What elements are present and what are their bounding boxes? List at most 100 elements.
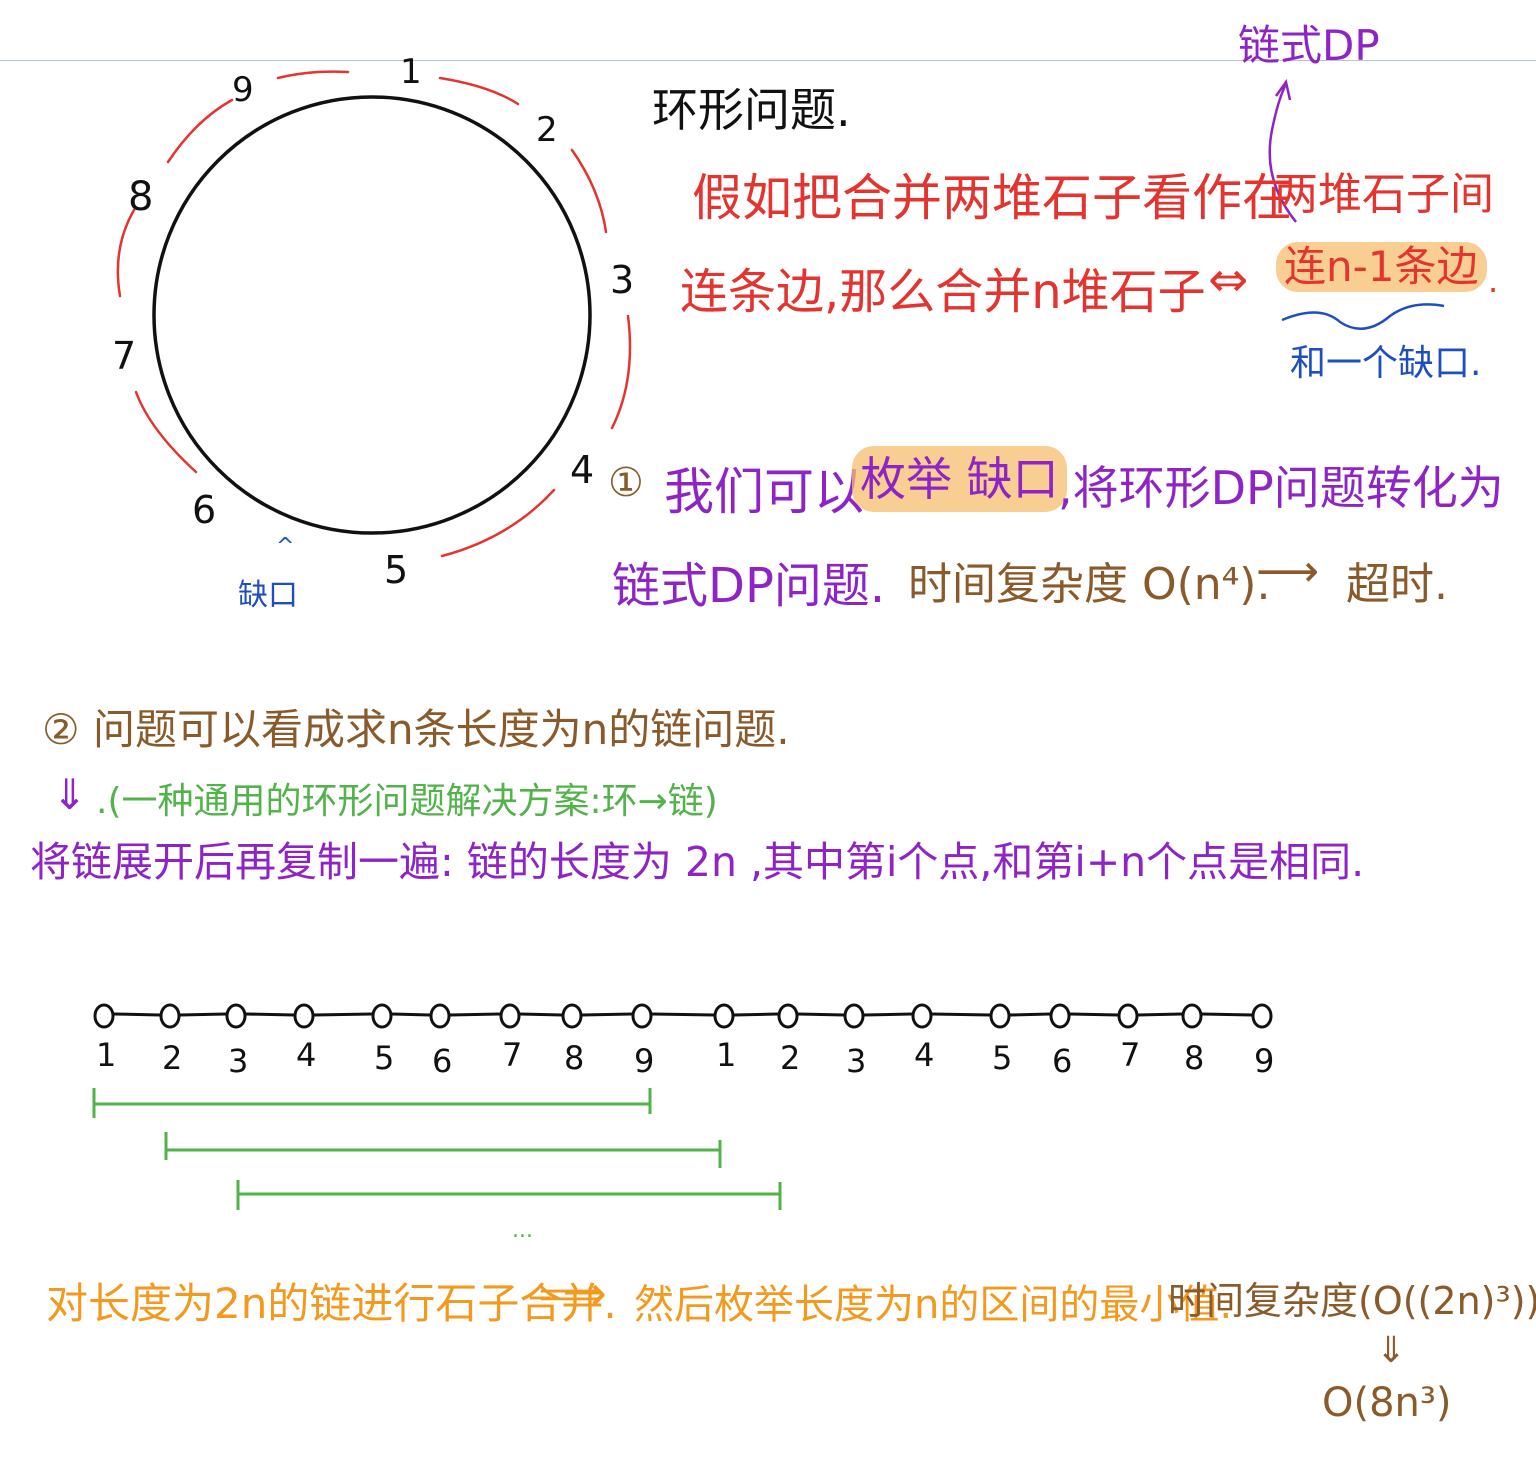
edge-4-5 [440,488,556,558]
chain-link [179,1012,227,1017]
chain-link [1069,1012,1119,1017]
ring-label-5: 5 [384,548,409,592]
chain-node [843,1003,865,1029]
chain-label: 3 [228,1042,249,1080]
chain-node [777,1003,799,1029]
step2-expand: 将链展开后再复制一遍: 链的长度为 2n ,其中第i个点,和第i+n个点是相同. [30,838,1365,886]
line2-part-a: 连条边,那么合并n堆石子 [680,264,1206,320]
chain-link [863,1012,913,1017]
chain-label: 6 [432,1042,453,1080]
ring-label-4: 4 [570,448,595,492]
chain-label: 4 [296,1036,317,1074]
step1-arrow: ⟶ [1256,546,1320,597]
step1-highlight: 枚举 缺口 [852,446,1067,512]
interval-1 [92,1088,652,1118]
bottom-part-a: 对长度为2n的链进行石子合并. [46,1279,617,1328]
chain-node [293,1003,315,1029]
chain-label: 6 [1052,1042,1073,1080]
chain-node [429,1003,451,1029]
chain-label: 5 [992,1039,1013,1077]
edge-2-3 [570,148,608,234]
chain-label: 7 [502,1036,523,1074]
chain-link [313,1012,373,1017]
chain-link [245,1012,295,1017]
chain-label: 9 [1254,1042,1275,1080]
edge-6-7 [134,390,198,474]
chain-node [561,1003,583,1029]
edge-9-1 [276,70,350,80]
note-arrow-head [1274,78,1292,101]
interval-ellipsis: ... [512,1218,533,1243]
chain-link [113,1012,161,1017]
page-rule-line [0,60,1536,61]
chain-node [713,1003,735,1029]
chain-link [519,1012,563,1017]
chain-label: 4 [914,1036,935,1074]
edge-1-2 [438,76,520,106]
interval-2 [164,1132,722,1168]
step1-number: ① [608,460,644,506]
chain [93,1003,1273,1029]
chain-link [733,1012,779,1017]
chain-label: 7 [1120,1036,1141,1074]
ring-label-7: 7 [112,334,137,378]
ring-label-9: 9 [232,70,254,110]
note-arrow-curve [1268,83,1297,223]
line1-part-b: 两堆石子间 [1274,169,1494,220]
bottom-down-arrow: ⇓ [1376,1330,1407,1371]
bottom-complexity: 时间复杂度(O((2n)³)) [1168,1279,1536,1323]
chain-link [931,1012,991,1017]
chain-link [651,1012,715,1017]
chain-node [989,1003,1011,1029]
chain-node [371,1003,393,1029]
ring-circle [152,95,592,535]
chain-label: 3 [846,1042,867,1080]
gap-arrow: ^ [276,534,295,559]
chain-link [797,1012,845,1017]
ring-label-2: 2 [536,110,558,150]
chain-node [911,1003,933,1029]
line1-part-a: 假如把合并两堆石子看作在 [692,169,1292,227]
edge-8-9 [166,98,234,164]
chain-label: 9 [634,1042,655,1080]
step1-result: 超时. [1346,559,1448,610]
chain-link [581,1012,633,1017]
edge-7-8 [116,208,136,298]
chain-label: 2 [780,1039,801,1077]
chain-label: 1 [716,1036,737,1074]
chain-link [391,1012,431,1017]
chain-node [499,1003,521,1029]
edge-3-4 [610,314,632,430]
interval-3 [236,1180,782,1210]
chain-node [1049,1003,1071,1029]
chain-node [1251,1003,1273,1029]
chain-label: 5 [374,1039,395,1077]
step1-part-c: 链式DP问题. [612,558,886,614]
chain-node [631,1003,653,1029]
step2-note: .(一种通用的环形问题解决方案:环→链) [96,781,718,822]
chain-link [1009,1012,1051,1017]
bottom-final: O(8n³) [1322,1380,1452,1426]
step1-part-b: ,将环形DP问题转化为 [1058,461,1504,515]
chain-label: 8 [1184,1039,1205,1077]
step1-part-a: 我们可以 [664,463,864,521]
step2-down-arrow: ⇓ [52,770,88,819]
chain-link [1201,1012,1253,1017]
step1-complexity: 时间复杂度 O(n⁴). [908,559,1271,610]
step2-text: ② 问题可以看成求n条长度为n的链问题. [42,705,790,754]
interval-brackets [92,1088,782,1210]
gap-label: 缺口 [238,578,298,613]
ring-label-6: 6 [192,488,217,532]
chain-node [1181,1003,1203,1029]
ring-edges [116,70,632,558]
chain-node [93,1003,115,1029]
line3-note: 和一个缺口. [1290,343,1482,384]
ring-label-1: 1 [400,52,422,92]
chain-label: 1 [96,1036,117,1074]
swirl-underline [1281,303,1445,330]
ring-label-8: 8 [128,174,154,220]
chain-link [1137,1012,1183,1017]
line2-arrow: ⇔ [1208,252,1249,308]
ring-label-3: 3 [610,258,635,302]
